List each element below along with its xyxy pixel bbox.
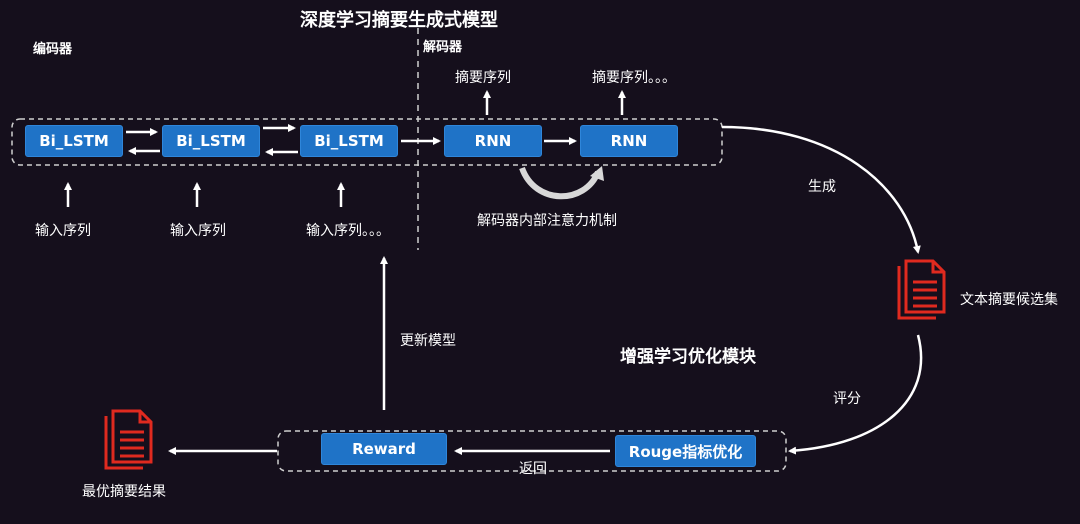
input-sequence-label-3: 输入序列。。。 — [306, 223, 390, 239]
encoder-node-bilstm-2: Bi_LSTM — [162, 125, 260, 157]
summary-candidates-label: 文本摘要候选集 — [960, 292, 1058, 308]
input-sequence-label-2: 输入序列 — [170, 223, 226, 239]
best-summary-document-icon — [104, 409, 153, 470]
encoder-node-bilstm-1: Bi_LSTM — [25, 125, 123, 157]
rl-module-title: 增强学习优化模块 — [620, 347, 756, 367]
document-stack-icon — [897, 259, 946, 320]
update-model-label: 更新模型 — [400, 333, 456, 349]
seq2seq-dashed-frame — [11, 118, 723, 166]
encoder-label: 编码器 — [33, 42, 73, 57]
rl-dashed-frame — [277, 430, 787, 472]
reward-node: Reward — [321, 433, 447, 465]
rouge-optimization-node: Rouge指标优化 — [615, 435, 756, 467]
attention-mechanism-label: 解码器内部注意力机制 — [477, 213, 617, 229]
diagram-title: 深度学习摘要生成式模型 — [300, 10, 498, 31]
encoder-node-bilstm-3: Bi_LSTM — [300, 125, 398, 157]
decoder-node-rnn-2: RNN — [580, 125, 678, 157]
decoder-label: 解码器 — [423, 40, 463, 55]
score-label: 评分 — [833, 391, 861, 407]
best-summary-label: 最优摘要结果 — [82, 484, 166, 500]
summary-sequence-label-2: 摘要序列。。。 — [592, 70, 676, 86]
generate-label: 生成 — [808, 179, 836, 195]
summary-sequence-label-1: 摘要序列 — [455, 70, 511, 86]
decoder-node-rnn-1: RNN — [444, 125, 542, 157]
return-label: 返回 — [519, 461, 547, 477]
input-sequence-label-1: 输入序列 — [35, 223, 91, 239]
